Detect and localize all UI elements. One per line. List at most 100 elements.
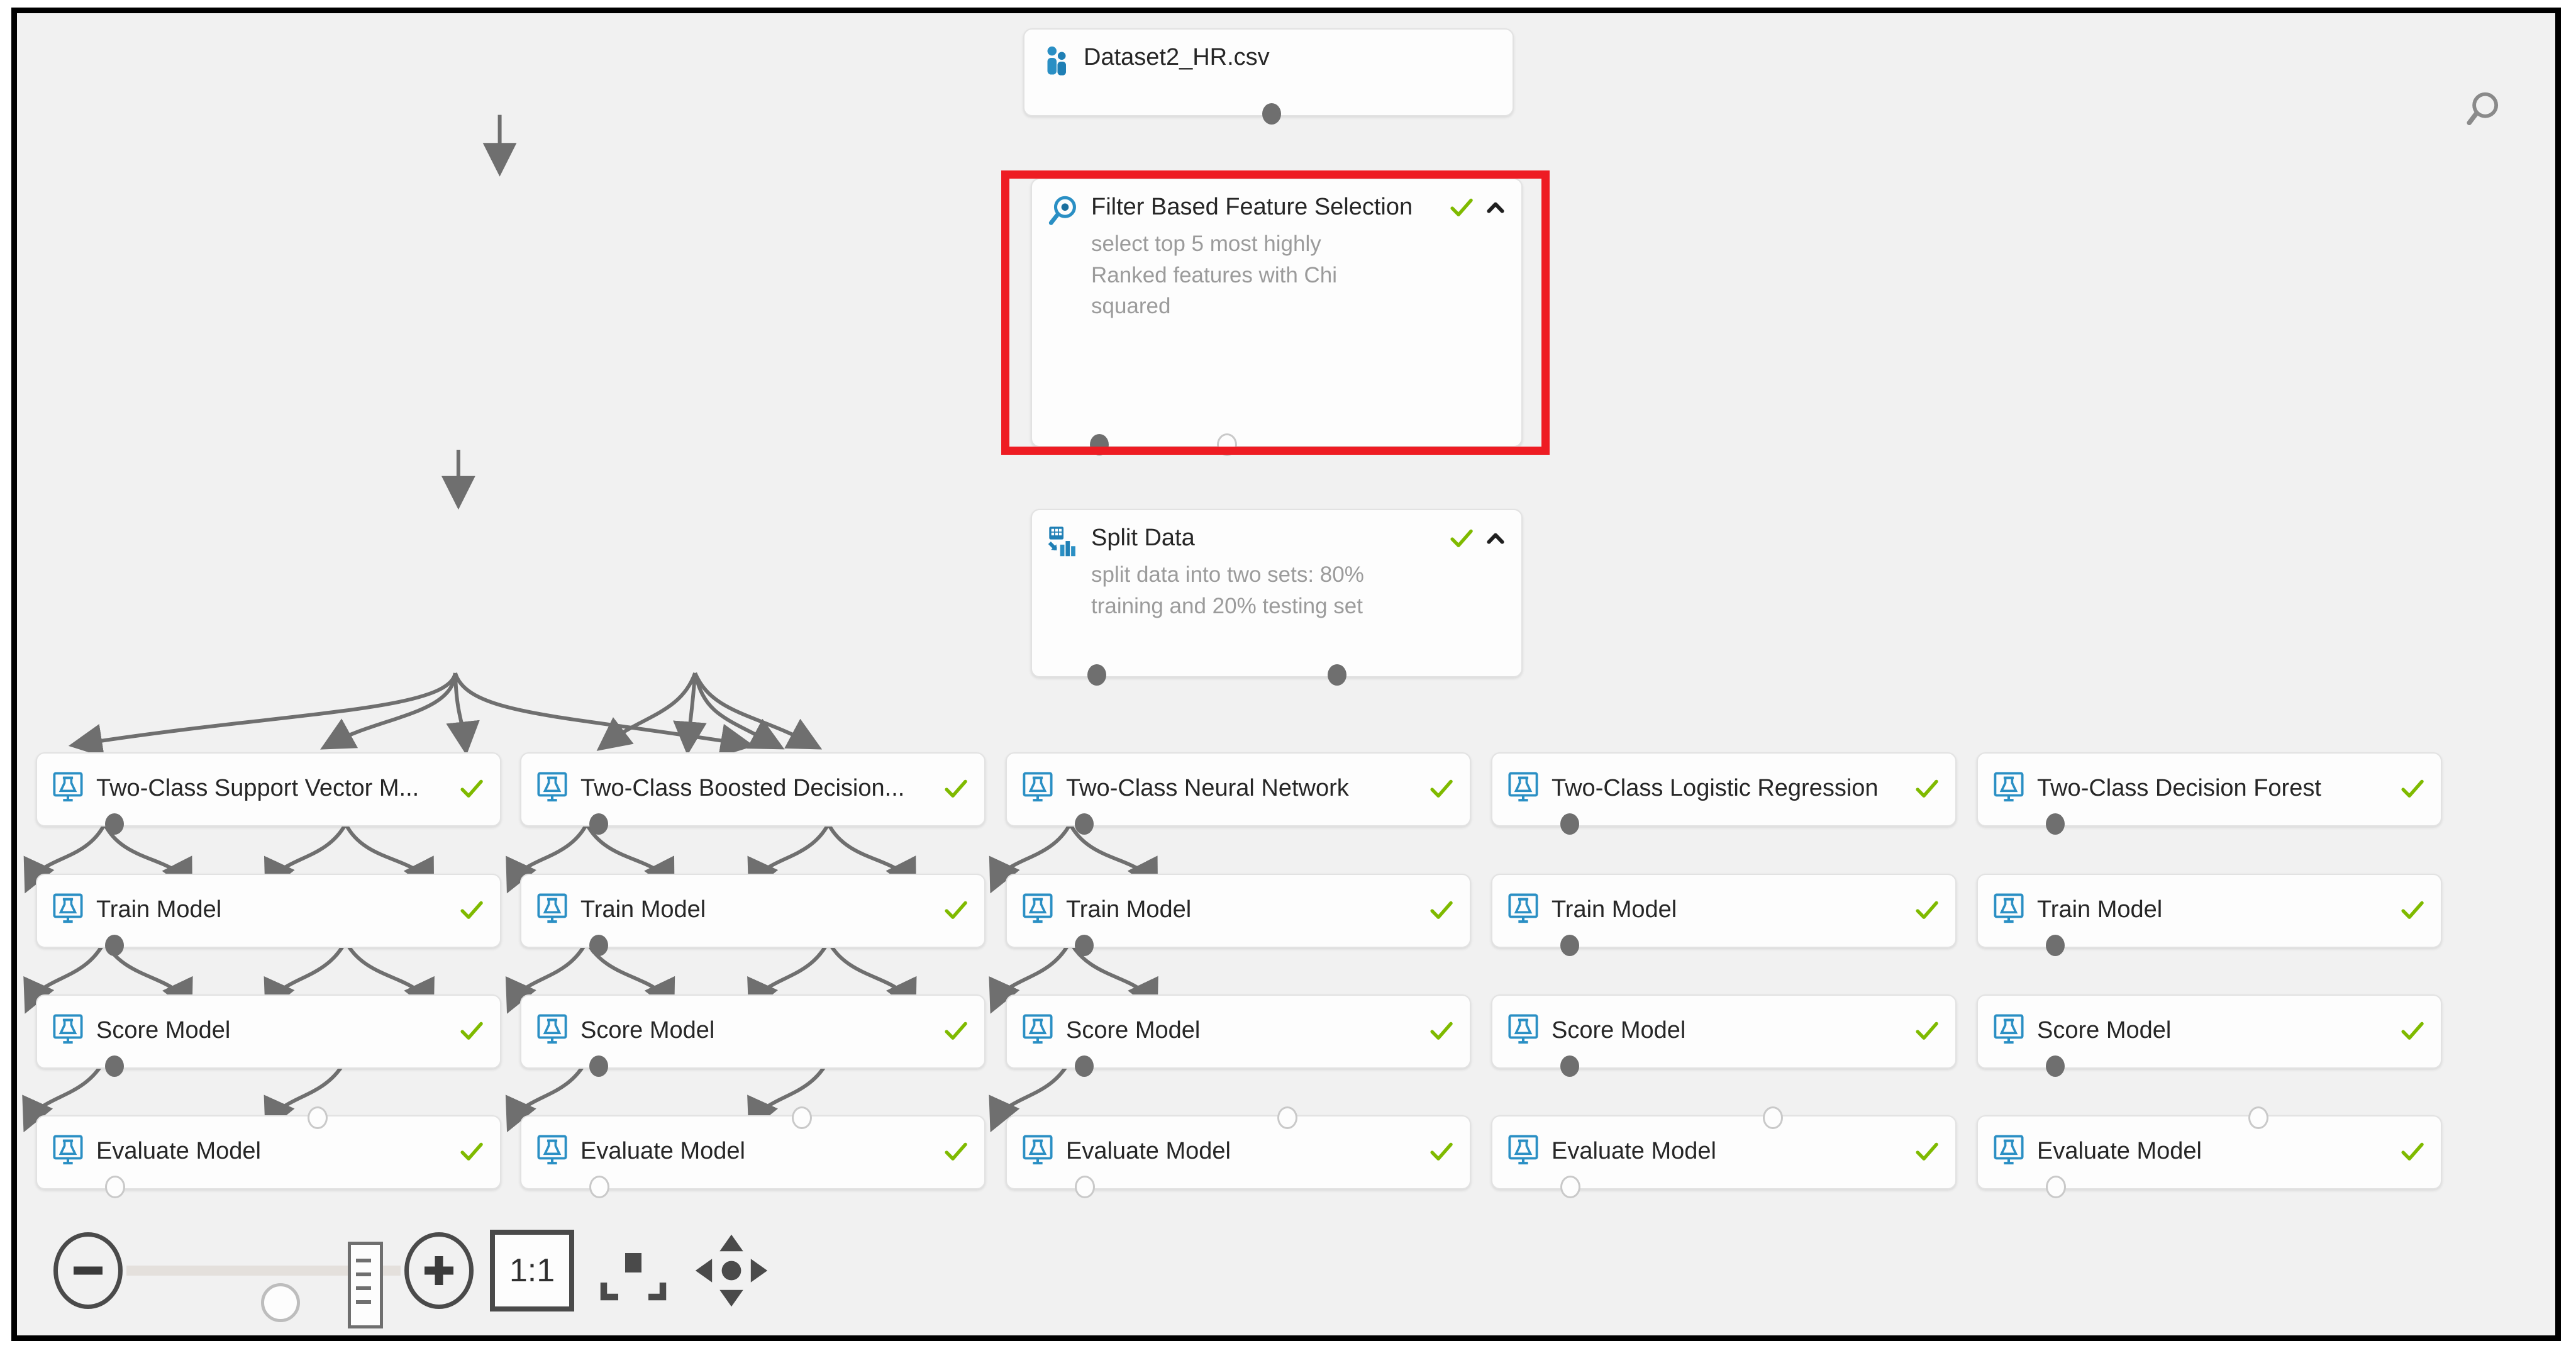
output-port-features[interactable] bbox=[1217, 433, 1237, 456]
zoom-out-button[interactable] bbox=[53, 1232, 123, 1309]
node-train-model-col3[interactable]: Train Model bbox=[1006, 874, 1471, 956]
experiment-module-icon bbox=[1506, 891, 1543, 928]
output-port[interactable] bbox=[1075, 935, 1094, 956]
zoom-slider-grip[interactable] bbox=[348, 1242, 383, 1328]
input-port-right[interactable] bbox=[1763, 1106, 1783, 1129]
status-check-icon bbox=[1916, 901, 1938, 919]
node-title: Two-Class Support Vector M... bbox=[96, 774, 419, 801]
workflow-canvas-frame: Dataset2_HR.csv Filter Based Feature Sel… bbox=[11, 8, 2561, 1341]
status-check-icon bbox=[1916, 779, 1938, 798]
node-title: Score Model bbox=[1552, 1016, 1686, 1044]
node-evaluate-model-col3[interactable]: Evaluate Model bbox=[1006, 1106, 1471, 1198]
status-check-icon bbox=[945, 779, 967, 798]
zoom-reset-1-to-1-button[interactable]: 1:1 bbox=[490, 1230, 574, 1311]
output-port[interactable] bbox=[1560, 813, 1579, 835]
output-port[interactable] bbox=[2046, 813, 2065, 835]
output-port[interactable] bbox=[105, 935, 124, 956]
output-port[interactable] bbox=[2046, 1176, 2066, 1198]
output-port[interactable] bbox=[1075, 1055, 1094, 1077]
node-score-model-col4[interactable]: Score Model bbox=[1491, 994, 1957, 1077]
zoom-in-button[interactable] bbox=[404, 1232, 474, 1309]
node-train-model-col2[interactable]: Train Model bbox=[520, 874, 985, 956]
status-check-icon bbox=[1430, 1142, 1453, 1161]
output-port[interactable] bbox=[1560, 1055, 1579, 1077]
output-port[interactable] bbox=[1075, 813, 1094, 835]
input-port-right[interactable] bbox=[308, 1106, 328, 1129]
status-check-icon bbox=[945, 1022, 967, 1040]
node-evaluate-model-col1[interactable]: Evaluate Model bbox=[36, 1106, 501, 1198]
status-check-icon bbox=[1430, 779, 1453, 798]
status-check-icon bbox=[1450, 529, 1473, 547]
experiment-module-icon bbox=[51, 1133, 87, 1169]
zoom-toolbar: 1:1 bbox=[53, 1217, 773, 1328]
node-title: Score Model bbox=[96, 1016, 231, 1044]
node-train-model-col1[interactable]: Train Model bbox=[36, 874, 501, 956]
zoom-slider-thumb[interactable] bbox=[261, 1283, 300, 1322]
node-score-model-col1[interactable]: Score Model bbox=[36, 994, 501, 1077]
search-icon[interactable] bbox=[2466, 89, 2510, 133]
input-port-right[interactable] bbox=[792, 1106, 812, 1129]
chevron-up-icon[interactable] bbox=[1485, 528, 1506, 549]
experiment-module-icon bbox=[1021, 1133, 1057, 1169]
node-algorithm-col3[interactable]: Two-Class Neural Network bbox=[1006, 752, 1471, 835]
experiment-module-icon bbox=[1992, 770, 2028, 806]
experiment-module-icon bbox=[1992, 891, 2028, 928]
output-port[interactable] bbox=[589, 935, 608, 956]
node-title: Two-Class Neural Network bbox=[1066, 774, 1349, 801]
output-port[interactable] bbox=[589, 1176, 609, 1198]
output-port[interactable] bbox=[2046, 935, 2065, 956]
chevron-up-icon[interactable] bbox=[1485, 197, 1506, 218]
status-check-icon bbox=[460, 1022, 483, 1040]
status-check-icon bbox=[1916, 1142, 1938, 1161]
node-evaluate-model-col2[interactable]: Evaluate Model bbox=[520, 1106, 985, 1198]
node-algorithm-col2[interactable]: Two-Class Boosted Decision... bbox=[520, 752, 985, 835]
node-title: Train Model bbox=[96, 896, 222, 923]
experiment-module-icon bbox=[535, 770, 572, 806]
experiment-module-icon bbox=[1992, 1012, 2028, 1049]
experiment-module-icon bbox=[535, 1012, 572, 1049]
node-score-model-col2[interactable]: Score Model bbox=[520, 994, 985, 1077]
experiment-module-icon bbox=[535, 1133, 572, 1169]
node-title: Evaluate Model bbox=[96, 1137, 261, 1164]
node-dataset[interactable]: Dataset2_HR.csv bbox=[1023, 28, 1514, 125]
output-port-filtered-dataset[interactable] bbox=[1090, 434, 1109, 455]
output-port[interactable] bbox=[1075, 1176, 1095, 1198]
input-port-right[interactable] bbox=[1277, 1106, 1297, 1129]
output-port[interactable] bbox=[105, 813, 124, 835]
fit-to-screen-button[interactable] bbox=[596, 1233, 671, 1308]
output-port-testing-set[interactable] bbox=[1328, 664, 1346, 686]
node-algorithm-col1[interactable]: Two-Class Support Vector M... bbox=[36, 752, 501, 835]
status-check-icon bbox=[460, 779, 483, 798]
node-split-data[interactable]: Split Data split data into two sets: 80%… bbox=[1031, 509, 1523, 686]
output-port[interactable] bbox=[1560, 935, 1579, 956]
node-train-model-col5[interactable]: Train Model bbox=[1977, 874, 2442, 956]
zoom-slider[interactable] bbox=[126, 1237, 401, 1328]
status-check-icon bbox=[1430, 901, 1453, 919]
output-port[interactable] bbox=[1262, 103, 1281, 125]
pan-button[interactable] bbox=[690, 1229, 773, 1312]
experiment-module-icon bbox=[51, 770, 87, 806]
input-port-right[interactable] bbox=[2248, 1106, 2268, 1129]
node-title: Dataset2_HR.csv bbox=[1084, 44, 1270, 70]
node-evaluate-model-col5[interactable]: Evaluate Model bbox=[1977, 1106, 2442, 1198]
split-data-icon bbox=[1046, 524, 1082, 560]
node-evaluate-model-col4[interactable]: Evaluate Model bbox=[1491, 1106, 1957, 1198]
output-port[interactable] bbox=[589, 813, 608, 835]
node-algorithm-col5[interactable]: Two-Class Decision Forest bbox=[1977, 752, 2442, 835]
output-port[interactable] bbox=[105, 1055, 124, 1077]
node-train-model-col4[interactable]: Train Model bbox=[1491, 874, 1957, 956]
output-port-training-set[interactable] bbox=[1087, 664, 1106, 686]
node-algorithm-col4[interactable]: Two-Class Logistic Regression bbox=[1491, 752, 1957, 835]
node-score-model-col3[interactable]: Score Model bbox=[1006, 994, 1471, 1077]
workflow-canvas[interactable]: Dataset2_HR.csv Filter Based Feature Sel… bbox=[17, 13, 2555, 1335]
output-port[interactable] bbox=[589, 1055, 608, 1077]
node-title: Split Data bbox=[1091, 525, 1195, 551]
experiment-module-icon bbox=[1506, 1133, 1543, 1169]
node-filter-based-feature-selection[interactable]: Filter Based Feature Selection select to… bbox=[1031, 178, 1523, 456]
output-port[interactable] bbox=[105, 1176, 125, 1198]
node-comment: select top 5 most highly Ranked features… bbox=[1091, 231, 1338, 319]
experiment-module-icon bbox=[535, 891, 572, 928]
node-score-model-col5[interactable]: Score Model bbox=[1977, 994, 2442, 1077]
output-port[interactable] bbox=[1560, 1176, 1580, 1198]
output-port[interactable] bbox=[2046, 1055, 2065, 1077]
